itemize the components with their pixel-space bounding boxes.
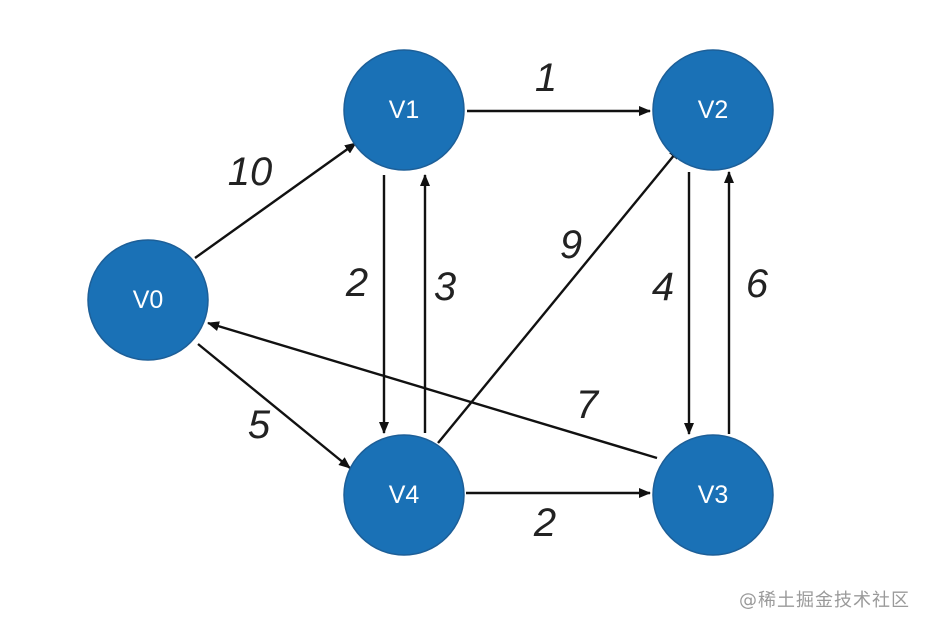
edge-weight-v4-v1: 3 bbox=[434, 265, 456, 309]
edge-weight-v0-v4: 5 bbox=[248, 403, 271, 447]
edge-weight-v4-v2: 9 bbox=[560, 223, 582, 267]
node-v4: V4 bbox=[343, 434, 465, 556]
node-circle bbox=[652, 49, 774, 171]
node-circle bbox=[652, 434, 774, 556]
edge-weight-v4-v3: 2 bbox=[533, 501, 556, 545]
node-label: V1 bbox=[389, 96, 420, 124]
edge-weight-v3-v2: 6 bbox=[746, 262, 769, 306]
edge-weight-v0-v1: 10 bbox=[228, 150, 273, 194]
node-label: V4 bbox=[389, 481, 420, 509]
node-circle bbox=[343, 49, 465, 171]
node-label: V0 bbox=[133, 286, 164, 314]
node-label: V3 bbox=[698, 481, 729, 509]
edge-v3-to-v0 bbox=[207, 321, 658, 460]
node-circle bbox=[343, 434, 465, 556]
edge-v4-to-v2 bbox=[437, 147, 681, 444]
edge-v0-to-v4 bbox=[197, 343, 351, 469]
node-v1: V1 bbox=[343, 49, 465, 171]
edges-layer: 10 1 2 3 9 4 6 7 5 2 bbox=[194, 56, 769, 545]
watermark-text: @稀土掘金技术社区 bbox=[739, 590, 910, 611]
edge-weight-v1-v4: 2 bbox=[345, 261, 368, 305]
node-circle bbox=[87, 239, 209, 361]
edge-weight-v3-v0: 7 bbox=[576, 383, 600, 427]
edge-weight-v2-v3: 4 bbox=[652, 265, 674, 309]
node-v0: V0 bbox=[87, 239, 209, 361]
edge-v0-to-v1 bbox=[194, 142, 357, 259]
edge-weight-v1-v2: 1 bbox=[535, 56, 557, 100]
node-label: V2 bbox=[698, 96, 729, 124]
node-v3: V3 bbox=[652, 434, 774, 556]
node-v2: V2 bbox=[652, 49, 774, 171]
